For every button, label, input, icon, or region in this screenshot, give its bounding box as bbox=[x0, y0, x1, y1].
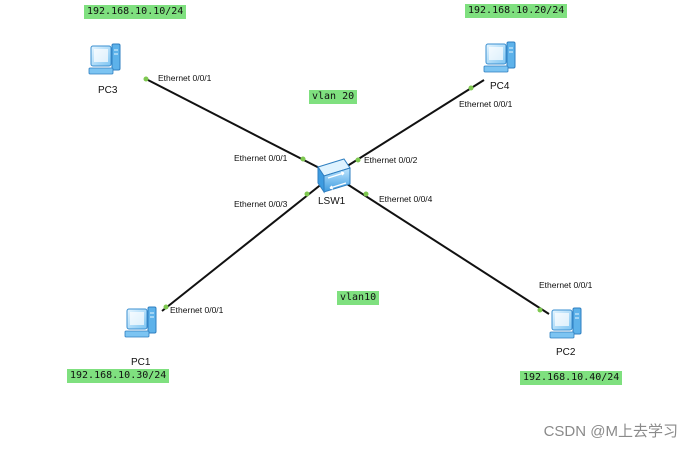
pc2-label: PC2 bbox=[556, 347, 576, 358]
port-dot-pc3 bbox=[143, 76, 149, 82]
vlan-upper-tag: vlan 20 bbox=[309, 90, 358, 104]
pc3-label: PC3 bbox=[98, 85, 118, 96]
link-pc2-lsw1[interactable] bbox=[332, 174, 550, 315]
lsw1-port-e4-label: Ethernet 0/0/4 bbox=[379, 194, 433, 204]
pc2-port-label: Ethernet 0/0/1 bbox=[539, 280, 593, 290]
pc2-ip-tag: 192.168.10.40/24 bbox=[520, 371, 623, 385]
watermark-text: CSDN @M上去学习 bbox=[543, 423, 678, 440]
lsw1-port-e3-label: Ethernet 0/0/3 bbox=[234, 199, 288, 209]
pc3-port-label: Ethernet 0/0/1 bbox=[158, 73, 212, 83]
lsw1-switch-icon[interactable] bbox=[317, 158, 351, 194]
pc1-ip-tag: 192.168.10.30/24 bbox=[67, 369, 170, 383]
vlan-lower-tag: vlan10 bbox=[337, 291, 380, 305]
port-dot-lsw1-e3 bbox=[304, 191, 310, 197]
pc1-port-label: Ethernet 0/0/1 bbox=[170, 305, 224, 315]
pc3-ip-tag: 192.168.10.10/24 bbox=[84, 5, 187, 19]
lsw1-label: LSW1 bbox=[318, 196, 346, 207]
port-dot-pc2 bbox=[537, 307, 543, 313]
lsw1-port-e2-label: Ethernet 0/0/2 bbox=[364, 155, 418, 165]
port-dot-lsw1-e4 bbox=[363, 191, 369, 197]
pc4-ip-tag: 192.168.10.20/24 bbox=[465, 4, 568, 18]
pc3-computer-icon[interactable] bbox=[88, 43, 121, 75]
port-dot-pc4 bbox=[468, 85, 474, 91]
pc4-computer-icon[interactable] bbox=[483, 41, 516, 73]
port-dot-pc1 bbox=[163, 304, 169, 310]
pc1-computer-icon[interactable] bbox=[124, 306, 157, 338]
port-dot-lsw1-e1 bbox=[300, 156, 306, 162]
pc4-label: PC4 bbox=[490, 81, 510, 92]
port-dot-lsw1-e2 bbox=[355, 157, 361, 163]
lsw1-port-e1-label: Ethernet 0/0/1 bbox=[234, 153, 288, 163]
link-pc1-lsw1[interactable] bbox=[161, 174, 334, 312]
pc2-computer-icon[interactable] bbox=[549, 307, 582, 339]
pc1-label: PC1 bbox=[131, 357, 151, 368]
pc4-port-label: Ethernet 0/0/1 bbox=[459, 99, 513, 109]
